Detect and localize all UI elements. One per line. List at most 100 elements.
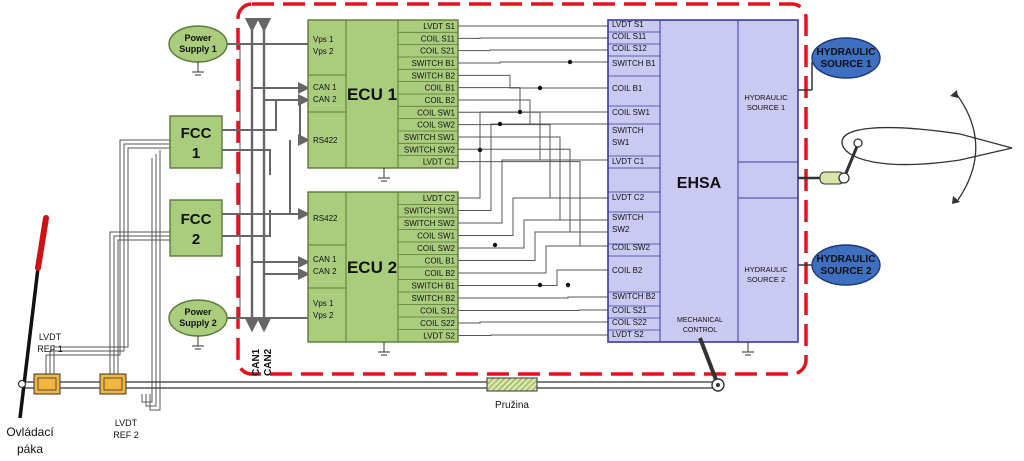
ehsa-signal: COIL B2 — [612, 266, 643, 275]
ehsa-hyd1-1: HYDRAULIC — [744, 93, 788, 102]
ehsa-signal: COIL B1 — [612, 84, 643, 93]
power-supply-1-label-2: Supply 1 — [179, 44, 217, 54]
ehsa-signal: LVDT S2 — [612, 330, 644, 339]
wiring — [45, 25, 608, 411]
power-supply-2-label-2: Supply 2 — [179, 318, 217, 328]
lvdt-ref-2-label-2: REF 2 — [113, 430, 139, 440]
ehsa-signal: COIL S12 — [612, 44, 647, 53]
ehsa-signal: LVDT C2 — [612, 193, 645, 202]
ecu1-signal: SWITCH B1 — [411, 59, 455, 68]
fcc-2-number: 2 — [192, 231, 200, 248]
ecu2-input: Vps 1 — [313, 299, 334, 308]
spring-label: Pružina — [495, 400, 529, 411]
ehsa-signal: LVDT C1 — [612, 157, 645, 166]
hydraulic-source-2-label-1: HYDRAULIC — [817, 254, 876, 265]
ecu2-signal: SWITCH SW2 — [404, 219, 456, 228]
ecu-1-inputs: Vps 1 Vps 2 CAN 1 CAN 2 RS422 — [313, 35, 338, 145]
ecu1-signal: COIL B2 — [425, 96, 456, 105]
ecu2-input: RS422 — [313, 214, 338, 223]
ecu2-signal: COIL B2 — [425, 269, 456, 278]
ecu2-input: Vps 2 — [313, 311, 334, 320]
ecu-2-title: ECU 2 — [347, 258, 397, 277]
hydraulic-source-2-label-2: SOURCE 2 — [820, 266, 872, 277]
control-lever: Ovládací páka — [6, 215, 54, 456]
power-supply-2-label-1: Power — [184, 307, 212, 317]
ehsa-signal: COIL S22 — [612, 318, 647, 327]
ehsa-mech-2: CONTROL — [683, 327, 717, 334]
ecu2-input: CAN 2 — [313, 267, 337, 276]
fcc-2-label: FCC — [181, 211, 212, 228]
ecu2-signal: LVDT S2 — [423, 332, 455, 341]
can1-label: CAN1 — [251, 348, 262, 376]
ecu2-signal: COIL B1 — [425, 257, 456, 266]
ehsa-signal: COIL SW2 — [612, 243, 650, 252]
ecu1-input: Vps 2 — [313, 47, 334, 56]
ecu1-signal: SWITCH B2 — [411, 71, 455, 80]
ecu2-input: CAN 1 — [313, 255, 337, 264]
ecu2-signal: COIL S12 — [420, 307, 455, 316]
spring — [486, 377, 538, 392]
ground-symbols — [192, 62, 754, 356]
ehsa-title: EHSA — [677, 175, 722, 192]
lvdt-ref-2: LVDT REF 2 — [99, 373, 139, 440]
fcc-1-number: 1 — [192, 145, 200, 162]
ecu2-signal: COIL SW1 — [417, 232, 455, 241]
ehsa-signal: SWITCH — [612, 213, 644, 222]
lever-label-1: Ovládací — [6, 425, 54, 439]
ecu1-input: CAN 2 — [313, 95, 337, 104]
can-bus — [244, 18, 272, 333]
system-boundary — [236, 2, 808, 376]
ehsa: EHSA HYDRAULIC SOURCE 1 HYDRAULIC SOURCE… — [607, 19, 799, 343]
can2-label: CAN2 — [263, 348, 274, 376]
power-supply-1: Power Supply 1 — [168, 25, 228, 63]
ehsa-hyd2-1: HYDRAULIC — [744, 265, 788, 274]
fcc-1: FCC 1 — [169, 115, 223, 169]
ehsa-signal: COIL SW1 — [612, 108, 650, 117]
lvdt-ref-1-label-1: LVDT — [39, 332, 62, 342]
ecu2-signal: COIL SW2 — [417, 244, 455, 253]
ecu2-signal: SWITCH B2 — [411, 294, 455, 303]
mechanical-linkage: Pružina — [22, 337, 725, 411]
ecu2-signal: SWITCH SW1 — [404, 207, 456, 216]
hydraulic-source-1-label-1: HYDRAULIC — [817, 47, 876, 58]
hydraulic-source-1-label-2: SOURCE 1 — [820, 59, 872, 70]
lvdt-ref-1-label-2: REF 1 — [37, 344, 63, 354]
power-supply-1-label-1: Power — [184, 33, 212, 43]
lvdt-ref-1: LVDT REF 1 — [33, 332, 63, 395]
ecu-1-title: ECU 1 — [347, 85, 397, 104]
ehsa-hyd1-2: SOURCE 1 — [747, 103, 785, 112]
ehsa-signal: COIL S21 — [612, 306, 647, 315]
ecu1-signal: COIL S21 — [420, 47, 455, 56]
lever-label-2: páka — [17, 442, 43, 456]
ecu2-signal: SWITCH B1 — [411, 282, 455, 291]
ecu1-signal: COIL SW1 — [417, 108, 455, 117]
ecu2-signal: LVDT C2 — [423, 194, 456, 203]
fcc-2: FCC 2 — [169, 199, 223, 257]
ecu1-input: Vps 1 — [313, 35, 334, 44]
fcc-1-label: FCC — [181, 125, 212, 142]
hydraulic-source-1: HYDRAULIC SOURCE 1 — [798, 37, 881, 91]
lvdt-ref-2-label-1: LVDT — [115, 418, 138, 428]
ehsa-signal: SWITCH B2 — [612, 292, 656, 301]
ehsa-signal: SWITCH B1 — [612, 59, 656, 68]
power-supply-2: Power Supply 2 — [168, 299, 228, 337]
ecu1-signal: LVDT S1 — [423, 22, 455, 31]
ehsa-signal: SW1 — [612, 138, 630, 147]
ehsa-mech-1: MECHANICAL — [677, 317, 723, 324]
ecu1-input: CAN 1 — [313, 83, 337, 92]
ecu1-signal: SWITCH SW2 — [404, 145, 456, 154]
ecu1-signal: COIL S11 — [421, 34, 456, 43]
ehsa-signal: SWITCH — [612, 126, 644, 135]
control-surface — [798, 90, 1013, 204]
ehsa-hyd2-2: SOURCE 2 — [747, 275, 785, 284]
ecu1-signal: COIL B1 — [425, 84, 456, 93]
ecu2-signal: COIL S22 — [420, 319, 455, 328]
ecu1-input: RS422 — [313, 136, 338, 145]
